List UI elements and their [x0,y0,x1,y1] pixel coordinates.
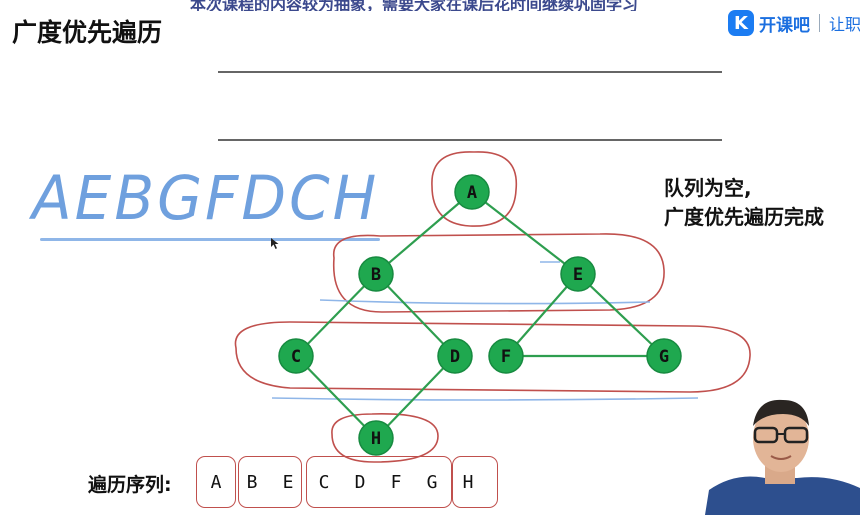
handwritten-sequence: AEBGFDCH [32,162,380,234]
brand-tagline: 让职 [829,15,860,34]
edge-C-H [295,355,377,439]
node-D [437,338,473,374]
status-line-queue-empty: 队列为空, [664,176,752,200]
brand-logo-icon: K [728,10,754,36]
edge-E-F [505,273,579,357]
status-panel: 队列为空, 广度优先遍历完成 [664,174,824,232]
edge-B-D [375,273,456,357]
blank-line-2 [218,139,722,141]
node-label-G: G [659,347,669,367]
sequence-group-box-level4 [452,456,498,508]
presenter-avatar [705,399,860,515]
edge-B-C [295,273,377,357]
node-E [560,256,596,292]
node-label-E: E [573,265,583,285]
level-2-loop [332,233,665,313]
brand-divider [819,14,820,32]
top-banner: 本次课程的内容较为抽象，需要大家在课后花时间继续巩固学习 [190,0,639,11]
sequence-item: A [210,471,222,493]
edge-A-E [471,191,579,275]
sequence-group-box-level1 [196,456,236,508]
sequence-item: D [354,471,366,493]
node-F [488,338,524,374]
blank-line-1 [218,71,722,73]
sequence-group-box-level2 [238,456,302,508]
brand-logo-group: K 开课吧 让职 [728,8,860,38]
status-line-bfs-done: 广度优先遍历完成 [664,205,824,229]
sequence-item: G [426,471,438,493]
node-G [646,338,682,374]
node-label-F: F [501,347,511,367]
node-H [358,420,394,456]
graph-edges [295,191,665,439]
brand-name: 开课吧 [759,15,810,36]
node-label-D: D [450,347,460,367]
sequence-item: C [318,471,330,493]
edge-D-H [375,355,456,439]
blue-stroke-1 [319,299,651,305]
presenter-video [705,392,860,515]
sequence-item: H [462,471,474,493]
edge-E-G [577,273,665,357]
node-label-C: C [291,347,301,367]
level-3-loop [234,321,751,393]
sequence-item: F [390,471,402,493]
node-B [358,256,394,292]
sequence-item: B [246,471,258,493]
node-C [278,338,314,374]
node-label-H: H [371,429,381,449]
level-1-loop [431,151,518,227]
level-4-loop [331,413,439,463]
node-label-A: A [467,183,477,203]
mouse-cursor-icon [271,238,279,249]
sequence-label: 遍历序列: [88,474,172,496]
graph-nodes: A B E C D F G H [278,174,682,456]
traversal-sequence: A B E C D F G H [198,466,486,498]
sequence-group-box-level3 [306,456,452,508]
page-title: 广度优先遍历 [12,18,163,47]
edge-A-B [375,191,473,275]
handwritten-underline [40,238,380,241]
level-annotations [234,151,751,463]
node-label-B: B [371,265,381,285]
node-A [454,174,490,210]
sequence-item: E [282,471,294,493]
blue-stroke-2 [271,397,699,401]
